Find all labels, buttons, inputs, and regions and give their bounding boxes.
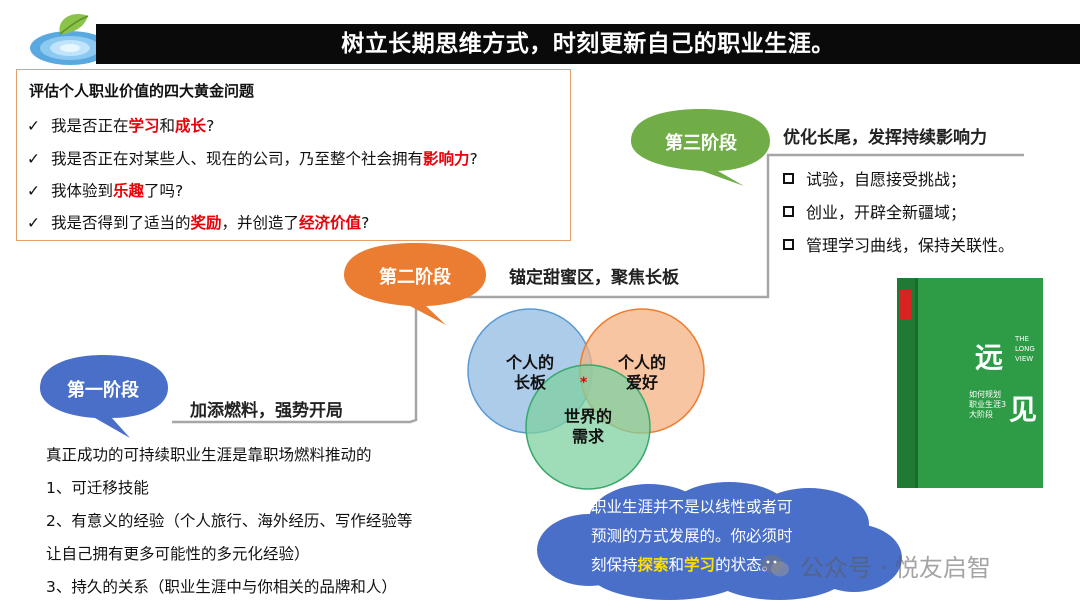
- question-item: ✓ 我是否正在学习和成长?: [27, 114, 214, 136]
- book-cover: 远 见 THE LONG VIEW 如何规划职业生涯3大阶段: [897, 278, 1043, 488]
- stage3-label: 第三阶段: [665, 133, 737, 154]
- watermark: 公众号 · 悦友启智: [760, 548, 991, 583]
- venn-label-needs: 世界的 需求: [563, 407, 612, 446]
- question-item: ✓ 我是否正在对某些人、现在的公司，乃至整个社会拥有影响力?: [27, 147, 478, 169]
- square-bullet-icon: [783, 206, 794, 217]
- career-item: 1、可迁移技能: [46, 479, 149, 497]
- stage2-desc: 锚定甜蜜区，聚焦长板: [509, 268, 679, 288]
- check-icon: ✓: [27, 214, 40, 232]
- question-text: ?: [206, 117, 215, 135]
- book-title-char-1: 远: [975, 341, 1004, 374]
- water-leaf-logo-icon: [30, 14, 110, 65]
- check-icon: ✓: [27, 150, 40, 168]
- square-bullet-icon: [783, 173, 794, 184]
- question-highlight: 影响力: [423, 150, 470, 168]
- list-item-text: 试验，自愿接受挑战；: [806, 170, 967, 189]
- question-text: 我是否正在: [51, 117, 129, 135]
- question-highlight: 学习: [128, 117, 160, 135]
- square-bullet-icon: [783, 239, 794, 250]
- questions-heading: 评估个人职业价值的四大黄金问题: [29, 82, 255, 100]
- question-text: ?: [469, 150, 478, 168]
- question-text: ?: [361, 214, 370, 232]
- venn-label-interests: 个人的 爱好: [617, 353, 666, 392]
- check-icon: ✓: [27, 182, 40, 200]
- question-highlight: 成长: [175, 117, 207, 135]
- career-item: 2、有意义的经验（个人旅行、海外经历、写作经验等: [46, 512, 413, 530]
- list-item-text: 管理学习曲线，保持关联性。: [806, 236, 1015, 255]
- question-text: 我是否得到了适当的: [51, 214, 191, 232]
- book-english-title: THE LONG VIEW: [1015, 335, 1035, 363]
- watermark-text: 公众号 · 悦友启智: [800, 554, 991, 582]
- wechat-icon: [761, 554, 789, 576]
- list-item: 试验，自愿接受挑战；: [783, 166, 1014, 190]
- list-item-text: 创业，开辟全新疆域；: [806, 203, 967, 222]
- cloud-shape: [537, 482, 902, 600]
- question-item: ✓ 我是否得到了适当的奖励，并创造了经济价值?: [27, 211, 369, 233]
- venn-label-strengths: 个人的 长板: [505, 353, 554, 392]
- question-text: ，并创造了: [221, 214, 300, 232]
- question-highlight: 奖励: [190, 214, 222, 232]
- book-title-char-2: 见: [1009, 393, 1038, 426]
- career-intro: 真正成功的可持续职业生涯是靠职场燃料推动的: [46, 446, 372, 464]
- check-icon: ✓: [27, 117, 40, 135]
- cloud-line: 职业生涯并不是以线性或者可: [591, 498, 793, 516]
- venn-center-star: *: [580, 375, 588, 391]
- question-highlight: 经济价值: [299, 214, 362, 232]
- stage1-label: 第一阶段: [67, 380, 139, 401]
- page-title: 树立长期思维方式，时刻更新自己的职业生涯。: [341, 31, 835, 57]
- cloud-highlight: 探索: [637, 556, 669, 574]
- book-subtitle: 如何规划职业生涯3大阶段: [969, 390, 1007, 419]
- question-highlight: 乐趣: [113, 182, 145, 200]
- question-text: 我体验到: [51, 182, 114, 200]
- career-fuel-text: 真正成功的可持续职业生涯是靠职场燃料推动的 1、可迁移技能 2、有意义的经验（个…: [46, 439, 412, 604]
- question-text: 我是否正在对某些人、现在的公司，乃至整个社会拥有: [51, 150, 424, 168]
- career-item-cont: 让自己拥有更多可能性的多元化经验）: [46, 545, 310, 563]
- stage1-desc: 加添燃料，强势开局: [190, 401, 343, 421]
- question-text: 和: [159, 117, 176, 135]
- list-item: 管理学习曲线，保持关联性。: [783, 232, 1014, 256]
- stage3-desc: 优化长尾，发挥持续影响力: [783, 128, 987, 148]
- title-bar: [96, 24, 1080, 64]
- stage3-list: 试验，自愿接受挑战； 创业，开辟全新疆域； 管理学习曲线，保持关联性。: [783, 166, 1014, 265]
- venn-circle-needs: [525, 364, 651, 490]
- cloud-text-part: 和: [668, 556, 685, 574]
- cloud-line: 刻保持探索和学习的状态。: [591, 551, 846, 580]
- question-text: 了吗?: [144, 182, 184, 200]
- venn-circles: [467, 308, 705, 490]
- list-item: 创业，开辟全新疆域；: [783, 199, 1014, 223]
- cloud-text-part: 刻保持: [591, 556, 638, 574]
- cloud-text: 职业生涯并不是以线性或者可 预测的方式发展的。你必须时 刻保持探索和学习的状态。: [591, 493, 846, 580]
- golden-questions-box: 评估个人职业价值的四大黄金问题 ✓ 我是否正在学习和成长? ✓ 我是否正在对某些人、…: [16, 69, 571, 241]
- venn-diagram: 个人的 长板 个人的 爱好 世界的 需求 *: [460, 305, 730, 495]
- book-cover-image: [897, 278, 1043, 488]
- stage2-label: 第二阶段: [379, 267, 451, 288]
- cloud-highlight: 学习: [684, 556, 716, 574]
- cloud-text-part: 的状态。: [715, 556, 778, 574]
- career-item: 3、持久的关系（职业生涯中与你相关的品牌和人）: [46, 578, 397, 596]
- question-item: ✓ 我体验到乐趣了吗?: [27, 179, 183, 201]
- cloud-line: 预测的方式发展的。你必须时: [591, 527, 793, 545]
